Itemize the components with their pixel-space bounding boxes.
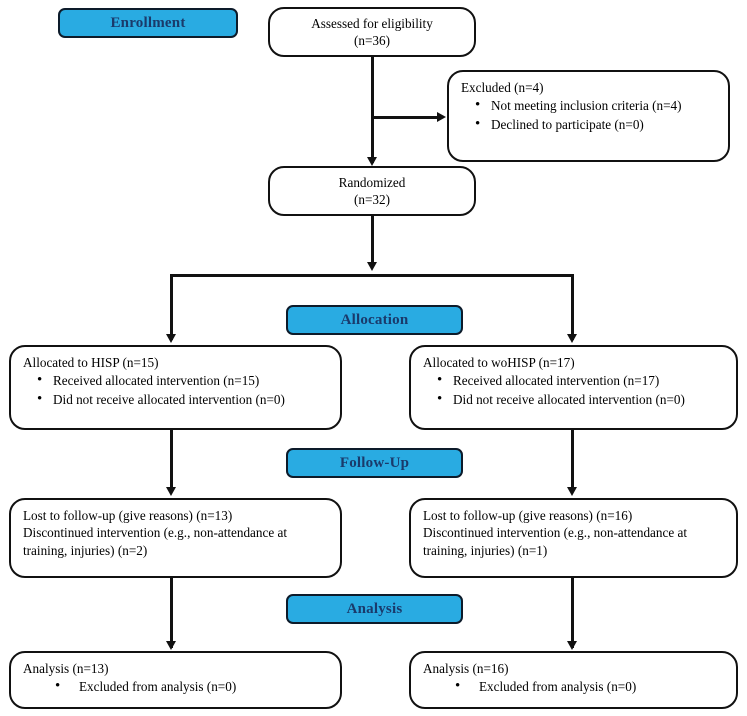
list-item: Did not receive allocated intervention (… bbox=[437, 390, 724, 410]
stage-banner-enrollment: Enrollment bbox=[58, 8, 238, 38]
stage-banner-followup: Follow-Up bbox=[286, 448, 463, 478]
stage-label-followup: Follow-Up bbox=[339, 454, 410, 471]
randomized-line-2: (n=32) bbox=[353, 192, 390, 207]
followup-left-line-2: Discontinued intervention (e.g., non-att… bbox=[23, 525, 288, 558]
list-item: Did not receive allocated intervention (… bbox=[37, 390, 328, 410]
connector-followup-to-analysis-right bbox=[571, 578, 574, 648]
connector-allocation-to-followup-right bbox=[571, 430, 574, 492]
list-item: Excluded from analysis (n=0) bbox=[55, 677, 328, 697]
assessed-line-2: (n=36) bbox=[353, 33, 390, 48]
connector-to-excluded bbox=[371, 116, 437, 119]
followup-right-line-1: Lost to follow-up (give reasons) (n=16) bbox=[423, 508, 633, 523]
box-excluded: Excluded (n=4) Not meeting inclusion cri… bbox=[447, 70, 730, 162]
box-randomized: Randomized (n=32) bbox=[268, 166, 476, 216]
stage-banner-allocation: Allocation bbox=[286, 305, 463, 335]
connector-fork-bar bbox=[170, 274, 574, 277]
stage-label-allocation: Allocation bbox=[340, 311, 409, 328]
list-item: Received allocated intervention (n=15) bbox=[37, 371, 328, 391]
assessed-line-1: Assessed for eligibility bbox=[311, 15, 433, 31]
arrow-into-followup-right bbox=[567, 487, 577, 496]
box-followup-left: Lost to follow-up (give reasons) (n=13) … bbox=[9, 498, 342, 578]
arrow-into-excluded bbox=[437, 112, 446, 122]
connector-fork-right-drop bbox=[571, 274, 574, 340]
allocation-right-bullet-list: Received allocated intervention (n=17) D… bbox=[423, 371, 724, 410]
list-item: Not meeting inclusion criteria (n=4) bbox=[475, 96, 716, 116]
analysis-left-heading: Analysis (n=13) bbox=[23, 661, 109, 676]
connector-assessed-to-randomized bbox=[371, 57, 374, 163]
box-followup-right: Lost to follow-up (give reasons) (n=16) … bbox=[409, 498, 738, 578]
followup-left-line-1: Lost to follow-up (give reasons) (n=13) bbox=[23, 508, 233, 523]
box-analysis-right: Analysis (n=16) Excluded from analysis (… bbox=[409, 651, 738, 709]
arrow-randomized-stem-end bbox=[367, 262, 377, 271]
box-analysis-left: Analysis (n=13) Excluded from analysis (… bbox=[9, 651, 342, 709]
analysis-right-bullet-list: Excluded from analysis (n=0) bbox=[423, 677, 724, 697]
box-allocation-right: Allocated to woHISP (n=17) Received allo… bbox=[409, 345, 738, 430]
arrow-into-randomized bbox=[367, 157, 377, 166]
analysis-right-heading: Analysis (n=16) bbox=[423, 661, 509, 676]
connector-randomized-stem bbox=[371, 216, 374, 266]
stage-banner-analysis: Analysis bbox=[286, 594, 463, 624]
box-assessed-for-eligibility: Assessed for eligibility (n=36) bbox=[268, 7, 476, 57]
arrow-into-allocation-left bbox=[166, 334, 176, 343]
arrow-into-analysis-left bbox=[166, 641, 176, 650]
arrow-into-followup-left bbox=[166, 487, 176, 496]
randomized-line-1: Randomized bbox=[338, 174, 406, 190]
allocation-left-heading: Allocated to HISP (n=15) bbox=[23, 355, 159, 370]
excluded-heading: Excluded (n=4) bbox=[461, 80, 544, 95]
allocation-left-bullet-list: Received allocated intervention (n=15) D… bbox=[23, 371, 328, 410]
list-item: Excluded from analysis (n=0) bbox=[455, 677, 724, 697]
stage-label-analysis: Analysis bbox=[346, 600, 403, 617]
allocation-right-heading: Allocated to woHISP (n=17) bbox=[423, 355, 575, 370]
connector-fork-left-drop bbox=[170, 274, 173, 340]
stage-label-enrollment: Enrollment bbox=[110, 14, 186, 31]
excluded-bullet-list: Not meeting inclusion criteria (n=4) Dec… bbox=[461, 96, 716, 135]
arrow-into-allocation-right bbox=[567, 334, 577, 343]
list-item: Received allocated intervention (n=17) bbox=[437, 371, 724, 391]
list-item: Declined to participate (n=0) bbox=[475, 115, 716, 135]
arrow-into-analysis-right bbox=[567, 641, 577, 650]
connector-allocation-to-followup-left bbox=[170, 430, 173, 492]
box-allocation-left: Allocated to HISP (n=15) Received alloca… bbox=[9, 345, 342, 430]
connector-followup-to-analysis-left bbox=[170, 578, 173, 648]
followup-right-line-2: Discontinued intervention (e.g., non-att… bbox=[423, 525, 688, 558]
analysis-left-bullet-list: Excluded from analysis (n=0) bbox=[23, 677, 328, 697]
